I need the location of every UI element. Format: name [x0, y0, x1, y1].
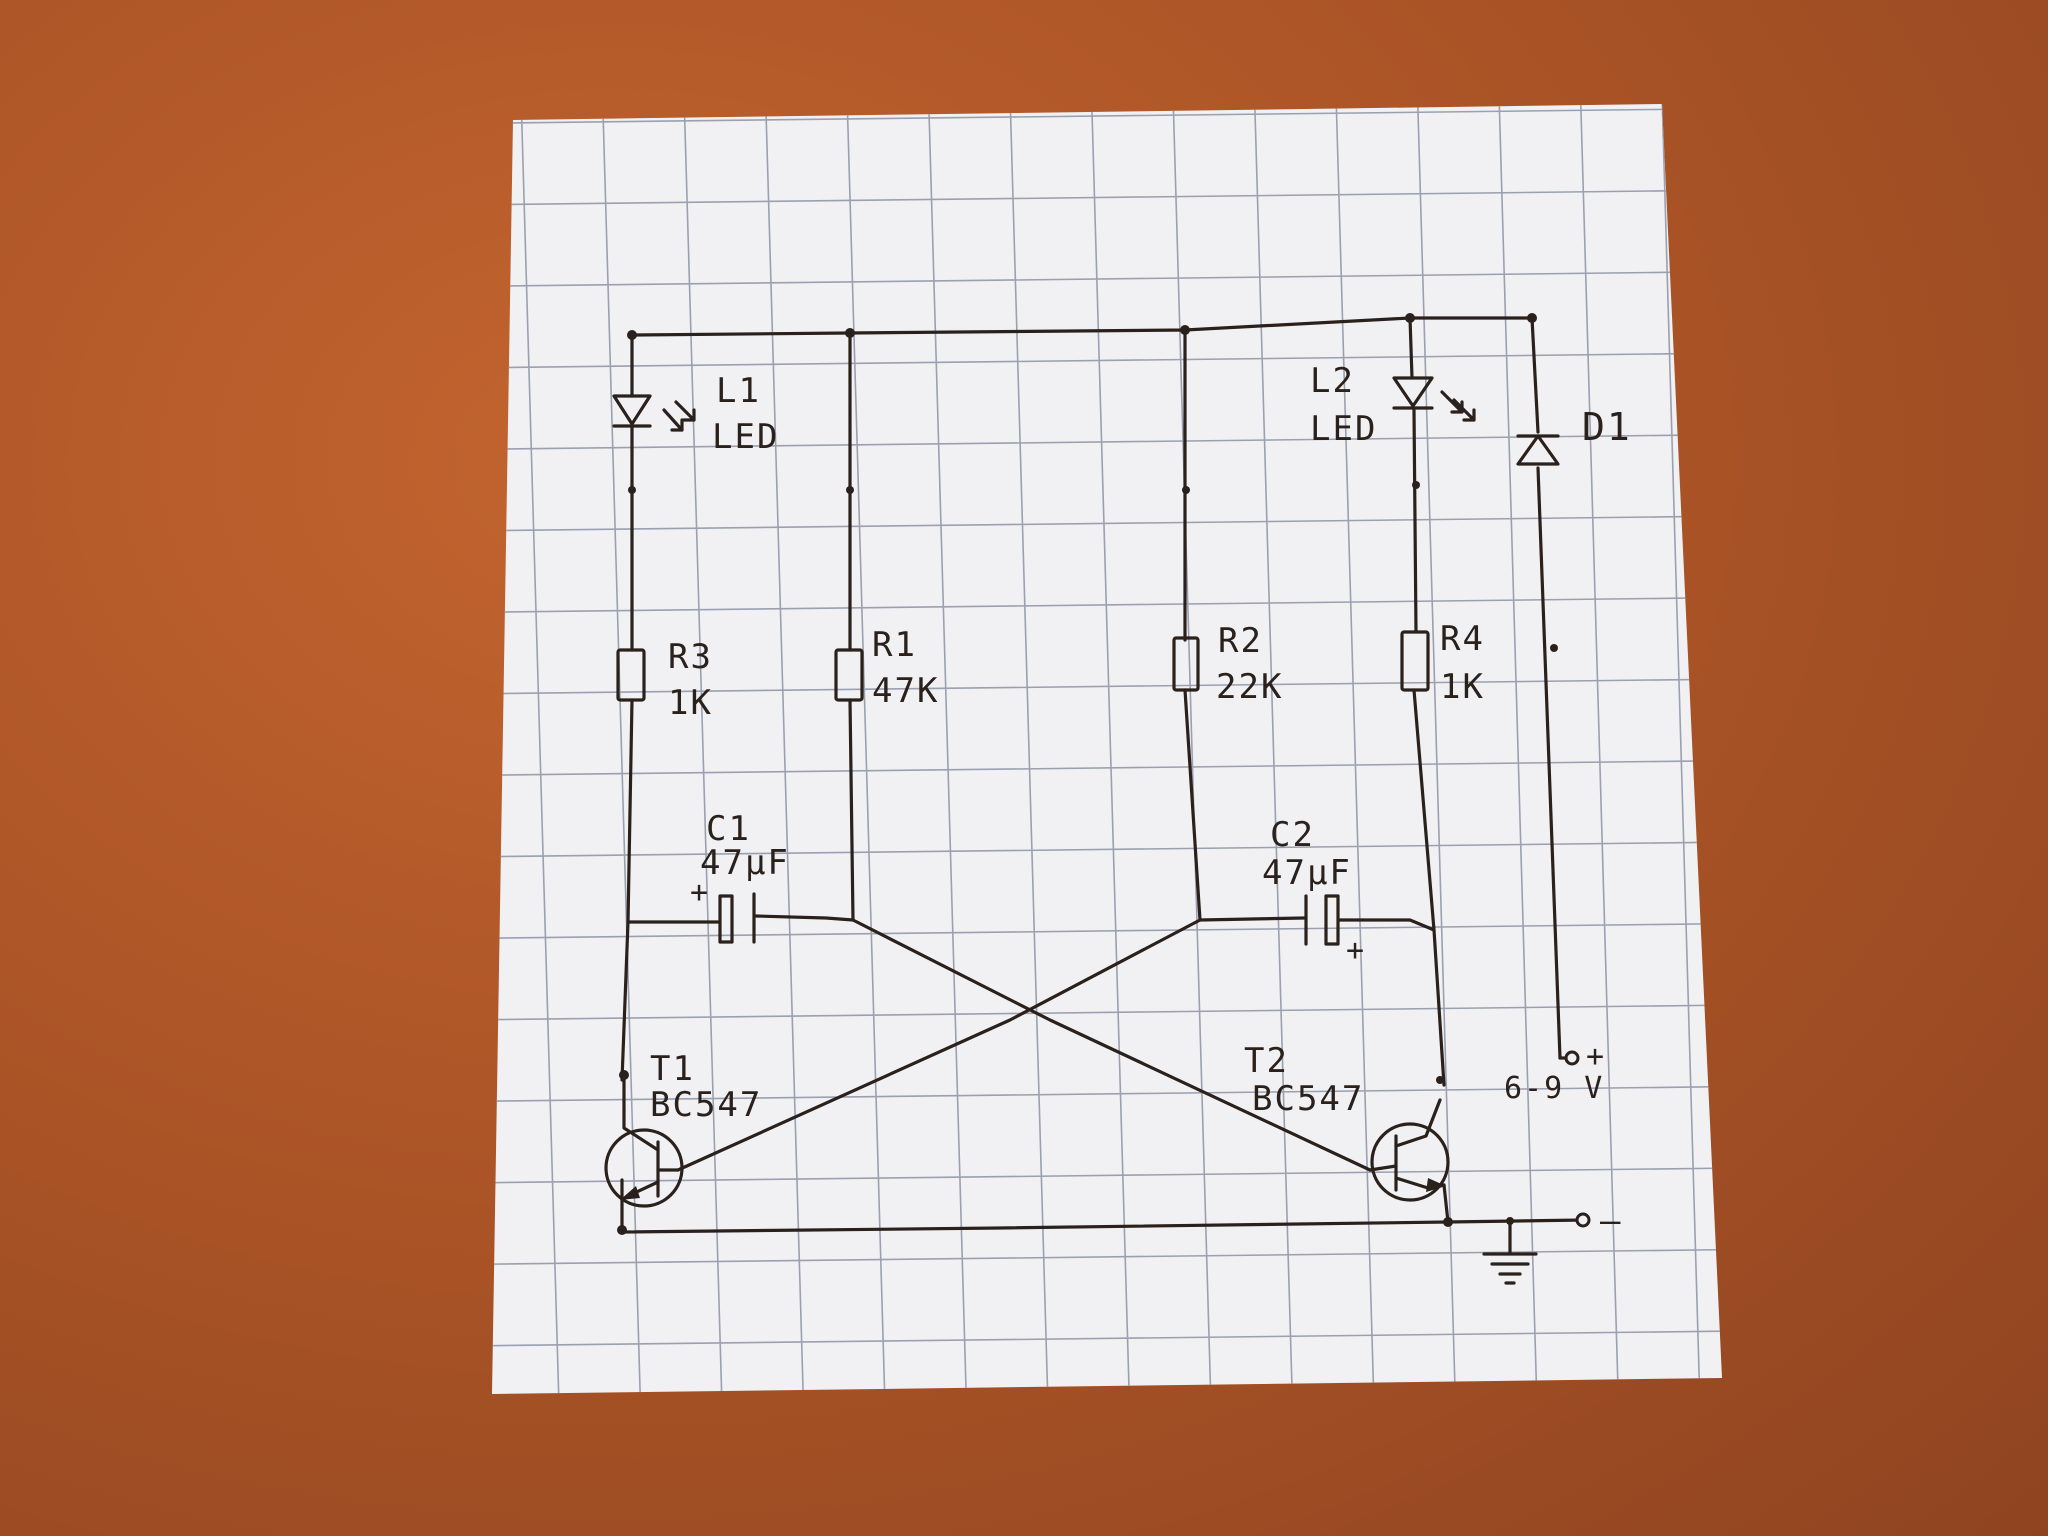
- grid-line: [492, 514, 1722, 533]
- label-c2-name: C2: [1270, 815, 1315, 855]
- label-supply-positive: +: [1586, 1039, 1606, 1074]
- grid-line: [1660, 104, 1702, 1394]
- grid-line: [763, 104, 806, 1394]
- junction-dots: [617, 313, 1558, 1235]
- grid-line: [492, 107, 1722, 125]
- grid-line: [492, 1085, 1722, 1103]
- resistor-r2-symbol: [1172, 636, 1200, 692]
- grid-line: [492, 351, 1722, 370]
- positive-terminal: [1558, 1050, 1580, 1066]
- grid-line: [420, 1412, 1780, 1428]
- grid-line: [492, 759, 1722, 777]
- grid-line: [420, 1494, 1780, 1510]
- transistor-t2-symbol: [1368, 1098, 1450, 1202]
- label-c1-name: C1: [706, 809, 751, 849]
- label-t1-name: T1: [650, 1049, 695, 1089]
- grid-line: [1497, 104, 1539, 1394]
- label-r2-name: R2: [1218, 621, 1263, 661]
- grid-line: [492, 677, 1722, 696]
- label-r2-value: 22K: [1216, 667, 1283, 707]
- grid-line: [1987, 60, 2027, 1440]
- grid-line: [845, 104, 887, 1394]
- labels: L1 LED L2 LED D1 R3 1K R1 47K R2 22K R4 …: [650, 361, 1632, 1241]
- grid-line: [1334, 104, 1376, 1394]
- grid-line: [357, 60, 397, 1440]
- capacitor-c2-symbol: [1304, 894, 1340, 946]
- label-t1-part: BC547: [650, 1085, 762, 1125]
- label-l2-name: L2: [1310, 361, 1355, 401]
- grid-line: [492, 922, 1722, 940]
- label-supply-voltage: 6-9 V: [1504, 1071, 1604, 1106]
- resistor-r4-symbol: [1400, 630, 1430, 692]
- grid-line: [492, 596, 1722, 614]
- label-d1-name: D1: [1582, 405, 1632, 449]
- grid-line: [519, 104, 561, 1394]
- label-c2-value: 47µF: [1262, 853, 1352, 893]
- grid-line: [492, 1329, 1722, 1348]
- label-c2-polarity: +: [1346, 933, 1366, 968]
- grid-line: [1578, 104, 1621, 1394]
- grid-line: [1824, 60, 1864, 1440]
- resistor-r1-symbol: [834, 648, 864, 702]
- grid-line: [492, 1166, 1722, 1185]
- grid-line: [492, 270, 1722, 288]
- grid-line: [1089, 104, 1132, 1394]
- led-l2-symbol: [1392, 376, 1476, 422]
- grid-line: [492, 188, 1722, 207]
- grid-line: [420, 27, 1780, 43]
- grid-line: [1171, 104, 1213, 1394]
- grid-line: [682, 104, 724, 1394]
- grid-line: [492, 1248, 1722, 1266]
- grid-line: [1415, 104, 1458, 1394]
- paper-grid: [357, 27, 2027, 1510]
- diode-d1-symbol: [1516, 434, 1560, 466]
- grid-line: [926, 104, 969, 1394]
- label-r1-name: R1: [872, 625, 917, 665]
- grid-line: [1252, 104, 1295, 1394]
- negative-terminal: [1575, 1212, 1591, 1228]
- label-r3-name: R3: [668, 637, 713, 677]
- label-supply-negative: –: [1600, 1201, 1622, 1241]
- label-l1-type: LED: [712, 417, 779, 457]
- grid-line: [1743, 60, 1783, 1440]
- label-r1-value: 47K: [872, 671, 939, 711]
- circuit-wires: [620, 316, 1587, 1285]
- label-l1-name: L1: [716, 371, 761, 411]
- capacitor-c1-symbol: [718, 892, 756, 944]
- label-c1-value: 47µF: [700, 843, 790, 883]
- graph-paper-sheet: [357, 27, 2027, 1510]
- label-r3-value: 1K: [668, 683, 713, 723]
- led-l1-symbol: [612, 394, 696, 432]
- resistor-r3-symbol: [616, 648, 646, 702]
- grid-line: [439, 60, 479, 1440]
- grid-line: [600, 104, 643, 1394]
- label-c1-polarity: +: [690, 875, 710, 910]
- label-r4-name: R4: [1440, 619, 1485, 659]
- label-t2-part: BC547: [1252, 1079, 1364, 1119]
- label-l2-type: LED: [1310, 409, 1377, 449]
- label-r4-value: 1K: [1440, 667, 1485, 707]
- label-t2-name: T2: [1244, 1041, 1289, 1081]
- transistor-t1-symbol: [604, 1073, 684, 1208]
- grid-line: [1008, 104, 1050, 1394]
- grid-line: [492, 1003, 1722, 1022]
- grid-line: [1906, 60, 1946, 1440]
